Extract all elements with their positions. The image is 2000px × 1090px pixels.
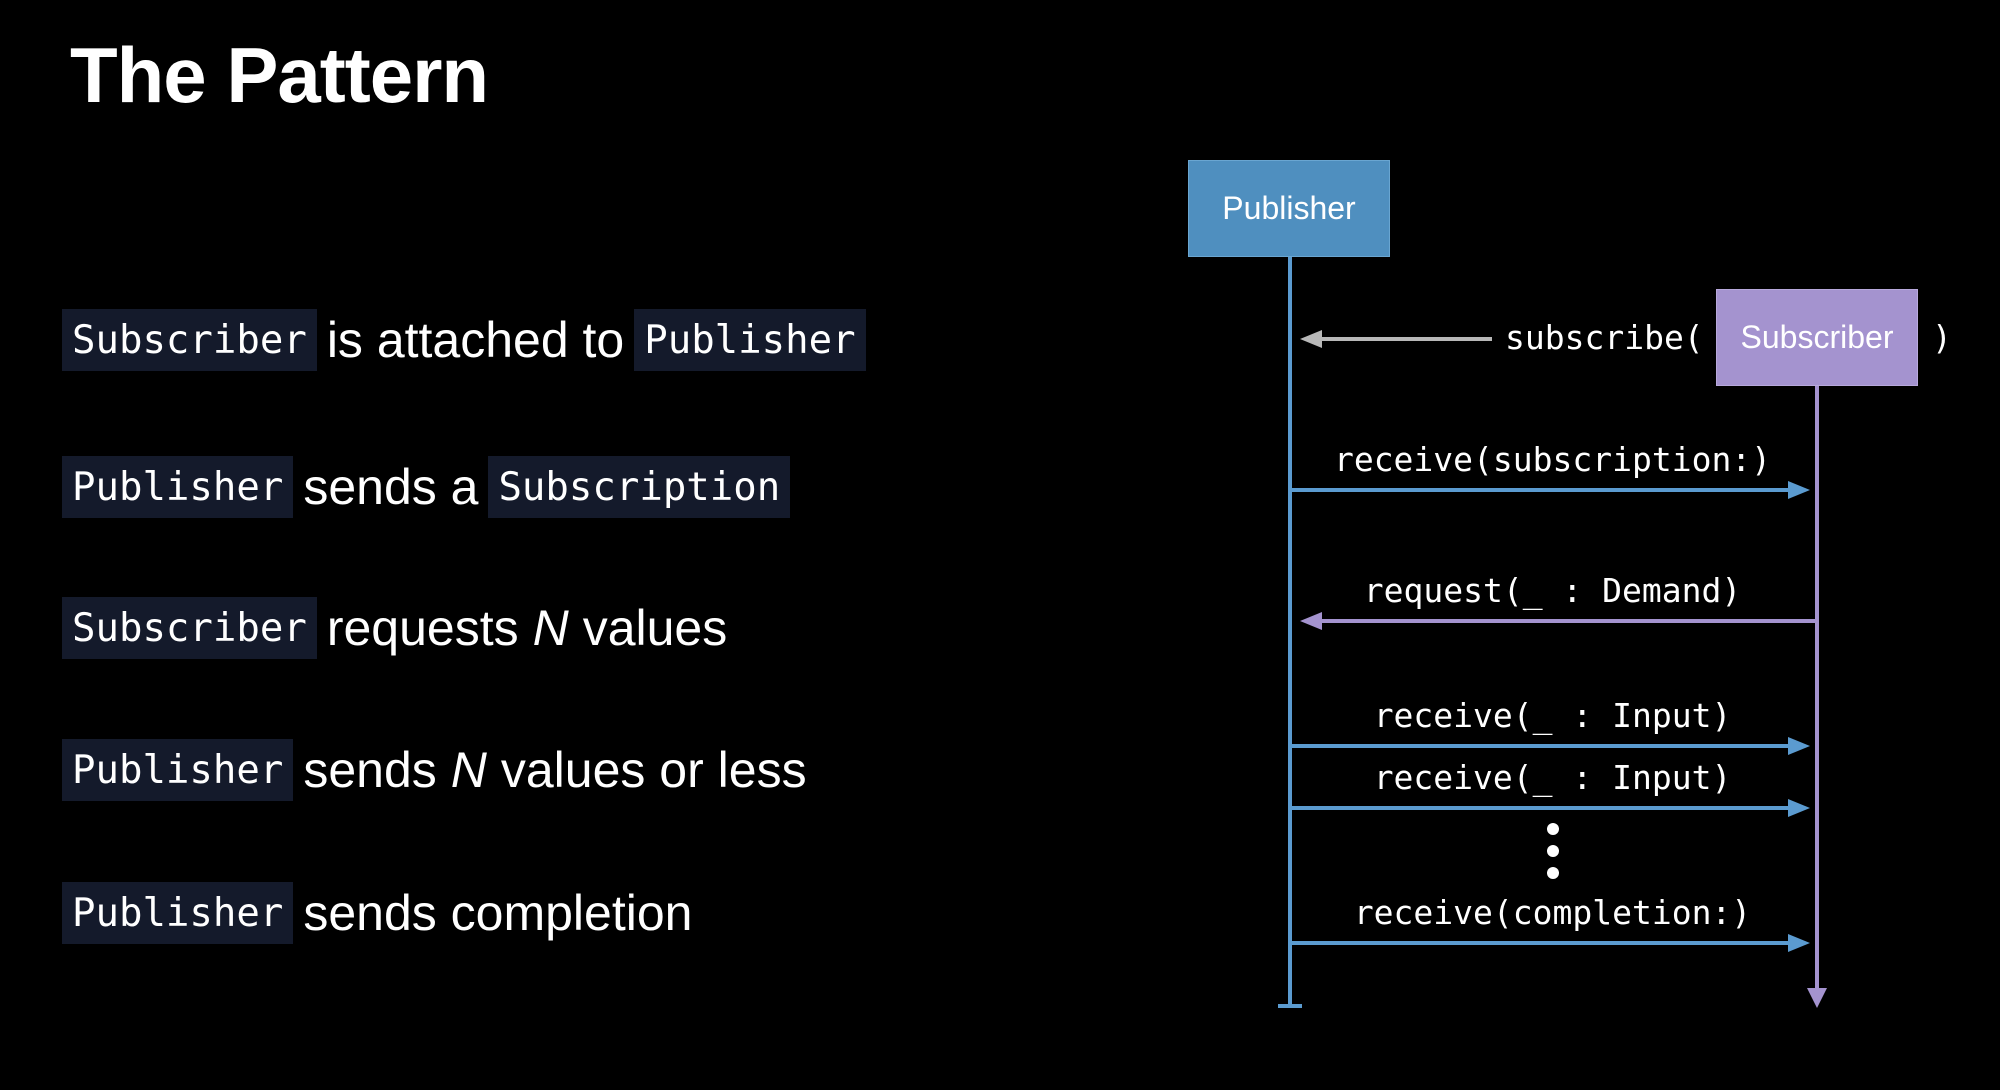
step-text-tail: values or less bbox=[500, 742, 807, 798]
step-3: Subscriber requests N values bbox=[62, 596, 727, 660]
step-text: sends a bbox=[303, 459, 479, 515]
step-emphasis: N bbox=[532, 600, 569, 656]
request-demand-arrowhead bbox=[1300, 612, 1322, 630]
page-title: The Pattern bbox=[70, 31, 489, 119]
message-receive-input: receive(_ : Input) bbox=[1373, 696, 1732, 735]
ellipsis-dot bbox=[1547, 823, 1559, 835]
ellipsis-dot bbox=[1547, 867, 1559, 879]
code-subscriber: Subscriber bbox=[62, 597, 317, 659]
subscribe-call-label: subscribe( bbox=[1505, 318, 1704, 357]
subscribe-close-paren: ) bbox=[1932, 318, 1952, 357]
subscriber-lifeline-arrowhead bbox=[1807, 988, 1827, 1008]
code-publisher: Publisher bbox=[62, 882, 294, 944]
code-publisher: Publisher bbox=[62, 456, 294, 518]
step-text-tail: values bbox=[582, 600, 728, 656]
subscribe-arrowhead bbox=[1300, 330, 1322, 348]
publisher-box: Publisher bbox=[1188, 160, 1390, 257]
pattern-steps: Subscriber is attached to Publisher Publ… bbox=[62, 0, 1012, 1090]
step-1: Subscriber is attached to Publisher bbox=[62, 308, 866, 372]
step-text: sends completion bbox=[303, 885, 693, 941]
message-receive-subscription: receive(subscription:) bbox=[1333, 440, 1772, 479]
step-2: Publisher sends a Subscription bbox=[62, 455, 791, 519]
receive-subscription-arrowhead bbox=[1788, 481, 1810, 499]
code-subscriber: Subscriber bbox=[62, 309, 317, 371]
code-subscription: Subscription bbox=[488, 456, 791, 518]
step-text: is attached to bbox=[326, 312, 625, 368]
receive-input-arrowhead-2 bbox=[1788, 799, 1810, 817]
code-publisher: Publisher bbox=[62, 739, 294, 801]
ellipsis-dot bbox=[1547, 845, 1559, 857]
step-emphasis: N bbox=[450, 742, 487, 798]
subscriber-box: Subscriber bbox=[1716, 289, 1918, 386]
code-publisher: Publisher bbox=[634, 309, 866, 371]
receive-input-arrowhead-1 bbox=[1788, 737, 1810, 755]
step-text: requests bbox=[326, 600, 519, 656]
message-request-demand: request(_ : Demand) bbox=[1363, 571, 1742, 610]
step-4: Publisher sends N values or less bbox=[62, 738, 807, 802]
message-receive-completion: receive(completion:) bbox=[1353, 893, 1752, 932]
step-5: Publisher sends completion bbox=[62, 881, 692, 945]
receive-completion-arrowhead bbox=[1788, 934, 1810, 952]
step-text: sends bbox=[303, 742, 437, 798]
message-receive-input: receive(_ : Input) bbox=[1373, 758, 1732, 797]
